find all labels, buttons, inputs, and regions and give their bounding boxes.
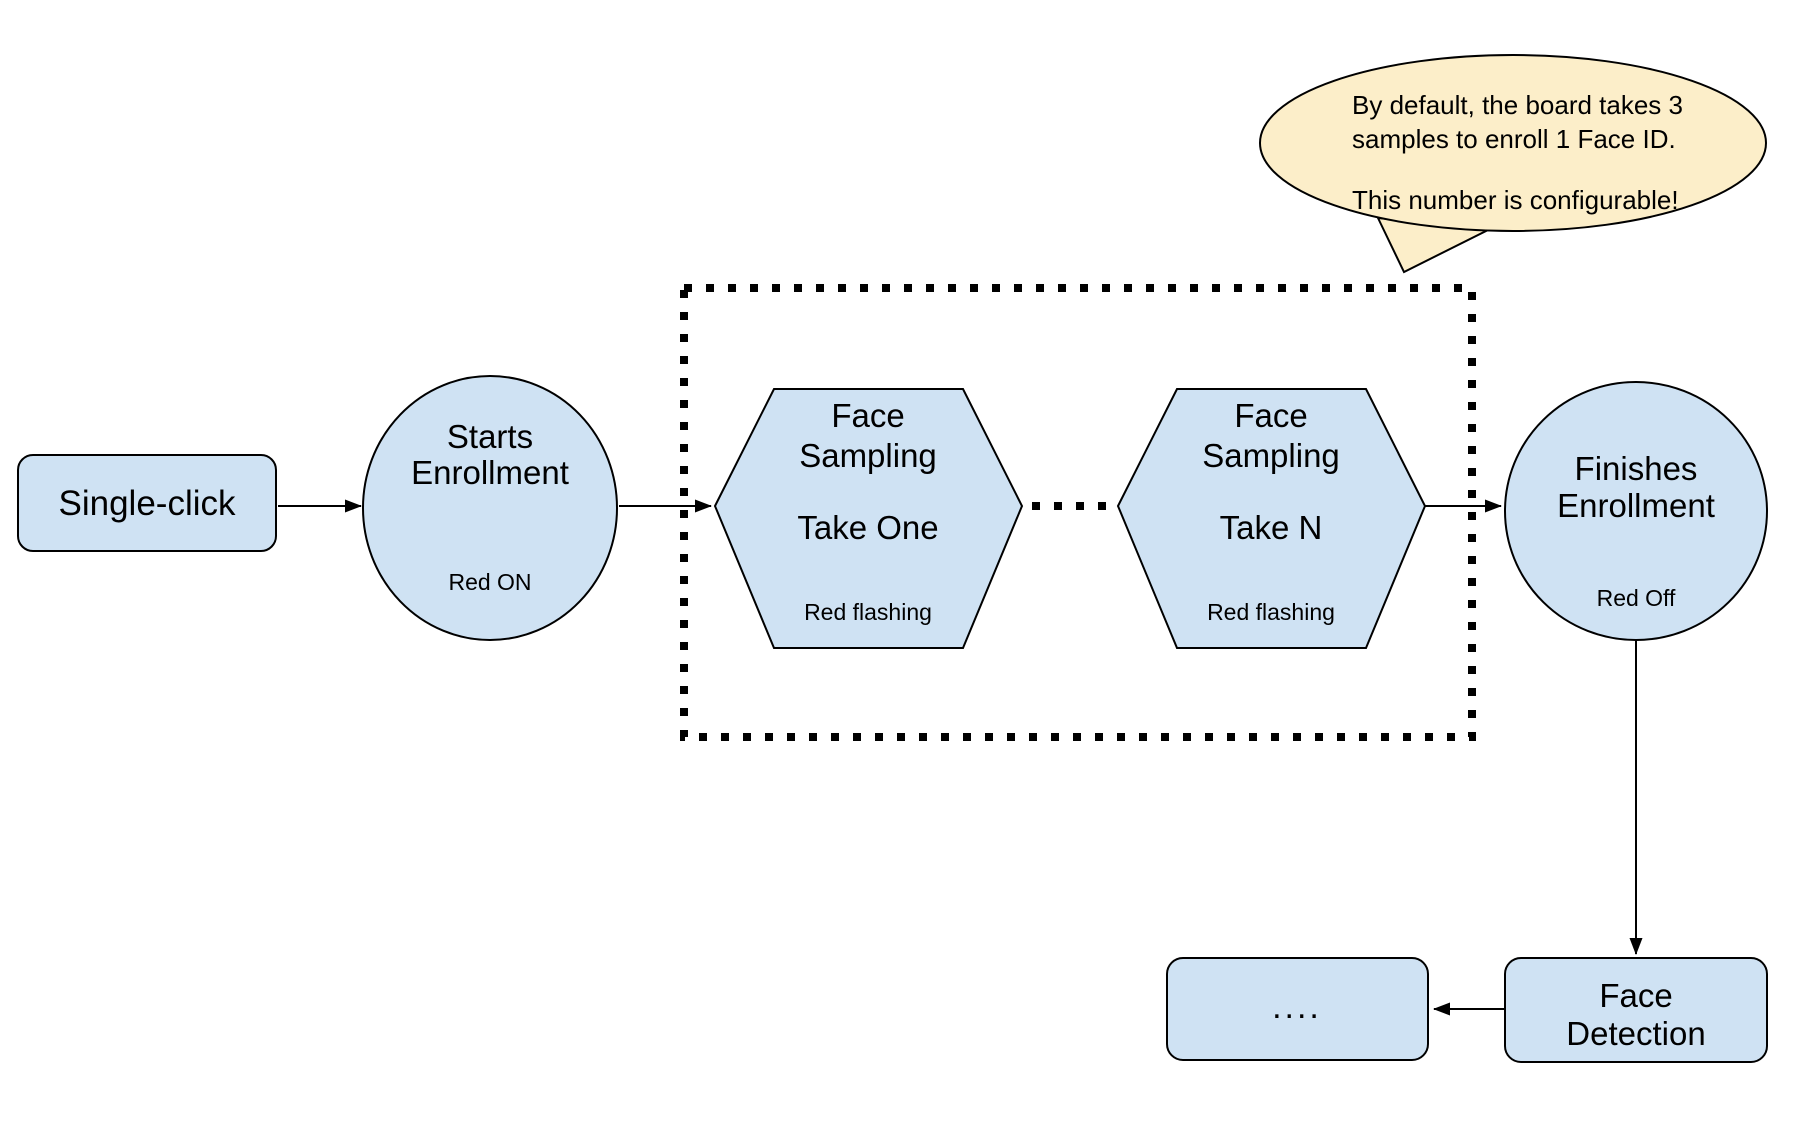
single-click-label: Single-click (59, 484, 236, 523)
face-detection-line2: Detection (1566, 1015, 1705, 1052)
face-sampling-take-one-node (713, 388, 1024, 649)
sampling-one-status: Red flashing (804, 599, 932, 625)
face-detection-line1: Face (1599, 977, 1672, 1014)
bubble-text-line-3: This number is configurable! (1352, 185, 1679, 215)
starts-enrollment-line2: Enrollment (411, 454, 569, 491)
sampling-group-dotted-box (680, 284, 1476, 741)
sampling-one-subtitle: Take One (797, 509, 938, 546)
sampling-one-line2: Sampling (799, 437, 937, 474)
bubble-text-line-1: By default, the board takes 3 (1352, 90, 1683, 120)
bubble-text-line-2: samples to enroll 1 Face ID. (1352, 124, 1676, 154)
finishes-enrollment-status: Red Off (1597, 585, 1676, 611)
sampling-n-line2: Sampling (1202, 437, 1340, 474)
sampling-n-subtitle: Take N (1220, 509, 1323, 546)
finishes-enrollment-line1: Finishes (1575, 450, 1698, 487)
sampling-one-line1: Face (831, 397, 904, 434)
continuation-node (1166, 957, 1429, 1061)
single-click-node (17, 454, 277, 552)
sampling-n-status: Red flashing (1207, 599, 1335, 625)
finishes-enrollment-node (1504, 381, 1768, 641)
finishes-enrollment-line2: Enrollment (1557, 487, 1715, 524)
sampling-n-line1: Face (1234, 397, 1307, 434)
starts-enrollment-line1: Starts (447, 418, 533, 455)
starts-enrollment-node (362, 375, 618, 641)
starts-enrollment-status: Red ON (448, 569, 531, 595)
speech-bubble (1259, 54, 1767, 232)
continuation-label: .... (1272, 988, 1322, 1026)
